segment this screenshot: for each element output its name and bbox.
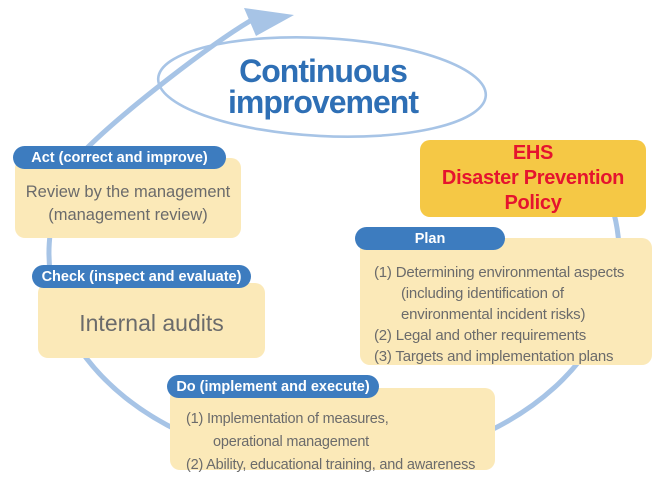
- plan-line-2: (including identification of: [401, 285, 564, 302]
- plan-panel: (1) Determining environmental aspects (i…: [360, 238, 652, 365]
- title-line-1: Continuous: [239, 53, 408, 89]
- check-panel: Internal audits: [38, 283, 265, 358]
- do-pill: Do (implement and execute): [167, 375, 379, 398]
- act-line-1: Review by the management: [25, 183, 231, 201]
- act-panel: Review by the management (management rev…: [15, 158, 241, 238]
- do-line-2: operational management: [213, 434, 370, 450]
- check-body: Internal audits: [79, 310, 224, 336]
- plan-pill-label: Plan: [414, 230, 446, 247]
- continuous-improvement-ellipse: [156, 36, 488, 138]
- do-pill-label: Do (implement and execute): [176, 378, 370, 395]
- policy-line-2: Disaster Prevention: [441, 167, 625, 189]
- plan-line-3: environmental incident risks): [401, 306, 586, 323]
- plan-line-4: (2) Legal and other requirements: [374, 327, 587, 344]
- policy-line-1: EHS: [512, 142, 554, 164]
- cycle-arrow-icon: [244, 8, 294, 36]
- policy-box: EHS Disaster Prevention Policy: [420, 140, 646, 217]
- act-pill-label: Act (correct and improve): [31, 149, 208, 166]
- check-pill: Check (inspect and evaluate): [32, 265, 251, 288]
- plan-pill: Plan: [355, 227, 505, 250]
- plan-line-5: (3) Targets and implementation plans: [374, 348, 614, 365]
- plan-line-1: (1) Determining environmental aspects: [374, 264, 625, 281]
- do-line-3: (2) Ability, educational training, and a…: [186, 457, 476, 473]
- check-pill-label: Check (inspect and evaluate): [41, 268, 242, 285]
- act-pill: Act (correct and improve): [13, 146, 226, 169]
- title-line-2: improvement: [228, 84, 419, 120]
- do-line-1: (1) Implementation of measures,: [186, 411, 389, 427]
- policy-line-3: Policy: [504, 192, 562, 214]
- page-title: Continuous improvement: [143, 53, 503, 120]
- do-panel: (1) Implementation of measures, operatio…: [170, 388, 495, 473]
- act-line-2: (management review): [48, 206, 208, 224]
